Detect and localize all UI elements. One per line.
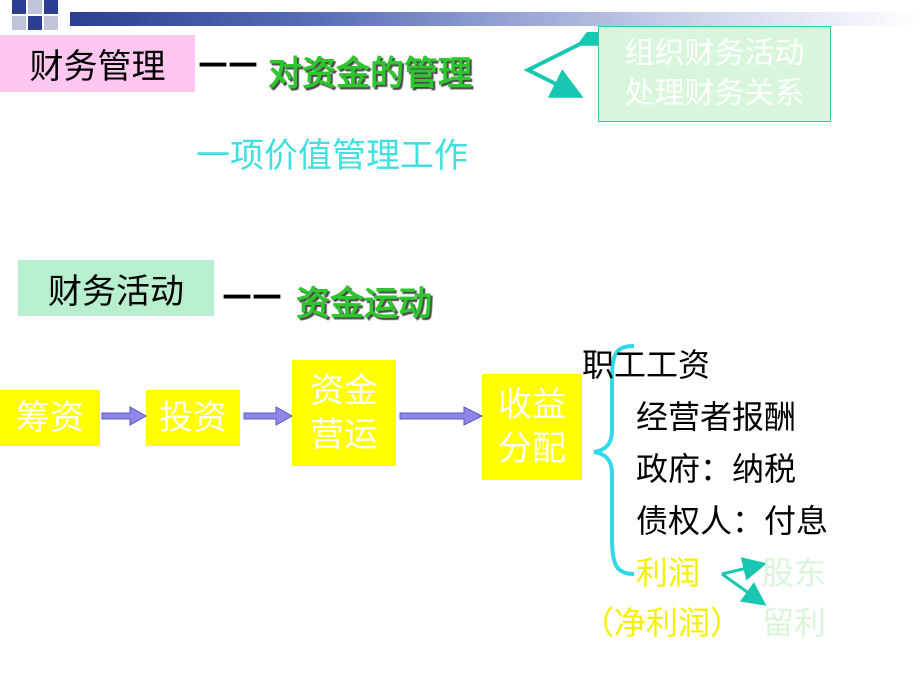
deco-gradient-bar: [70, 12, 920, 26]
net-profit-note: （净利润）: [582, 604, 743, 642]
fund-movement-definition: 资金运动: [296, 284, 432, 324]
dash-separator: ——: [198, 46, 258, 81]
shareholders-text: 股东: [762, 554, 827, 592]
list-item-creditor-interest: 债权人：付息: [636, 502, 829, 540]
list-item-employee-wages: 职工工资: [582, 346, 711, 384]
flow-step-label: 分配: [498, 429, 566, 469]
profit-fork-arrow-icon: [721, 557, 767, 606]
flow-step-distribution: 收益 分配: [482, 374, 582, 480]
list-item-manager-pay: 经营者报酬: [636, 398, 797, 436]
fork-arrow-icon: [523, 32, 600, 98]
value-management-text: 一项价值管理工作: [196, 136, 468, 176]
flow-step-label: 收益: [498, 385, 566, 425]
deco-square: [12, 0, 26, 14]
list-item-government-tax: 政府：纳税: [636, 450, 797, 488]
organize-activities-text: 组织财务活动: [624, 36, 805, 71]
financial-tasks-box: 组织财务活动 处理财务关系: [598, 26, 831, 122]
flow-arrow-icon: [101, 406, 148, 426]
finance-management-label: 财务管理: [0, 35, 195, 92]
curly-brace-icon: [593, 344, 635, 576]
deco-square: [44, 16, 58, 30]
list-item-profit: 利润: [636, 554, 701, 592]
fund-management-definition: 对资金的管理: [268, 54, 472, 94]
flow-arrow-icon: [399, 406, 484, 426]
flow-step-label: 投资: [159, 398, 227, 438]
flow-step-investment: 投资: [146, 390, 240, 446]
flow-arrow-icon: [243, 406, 294, 426]
dash-separator: ——: [222, 278, 282, 313]
deco-square: [28, 0, 42, 14]
top-decoration-bar: [0, 0, 920, 30]
flow-step-financing: 筹资: [0, 390, 100, 446]
flow-step-label: 营运: [310, 415, 378, 455]
finance-activity-label: 财务活动: [18, 260, 214, 316]
deco-square: [44, 0, 58, 14]
flow-step-label: 资金: [310, 371, 378, 411]
deco-square: [28, 16, 42, 30]
flow-step-label: 筹资: [16, 398, 84, 438]
flow-step-operations: 资金 营运: [292, 360, 396, 466]
deco-square: [12, 16, 26, 30]
retained-earnings-text: 留利: [762, 604, 827, 642]
handle-relations-text: 处理财务关系: [624, 76, 805, 111]
